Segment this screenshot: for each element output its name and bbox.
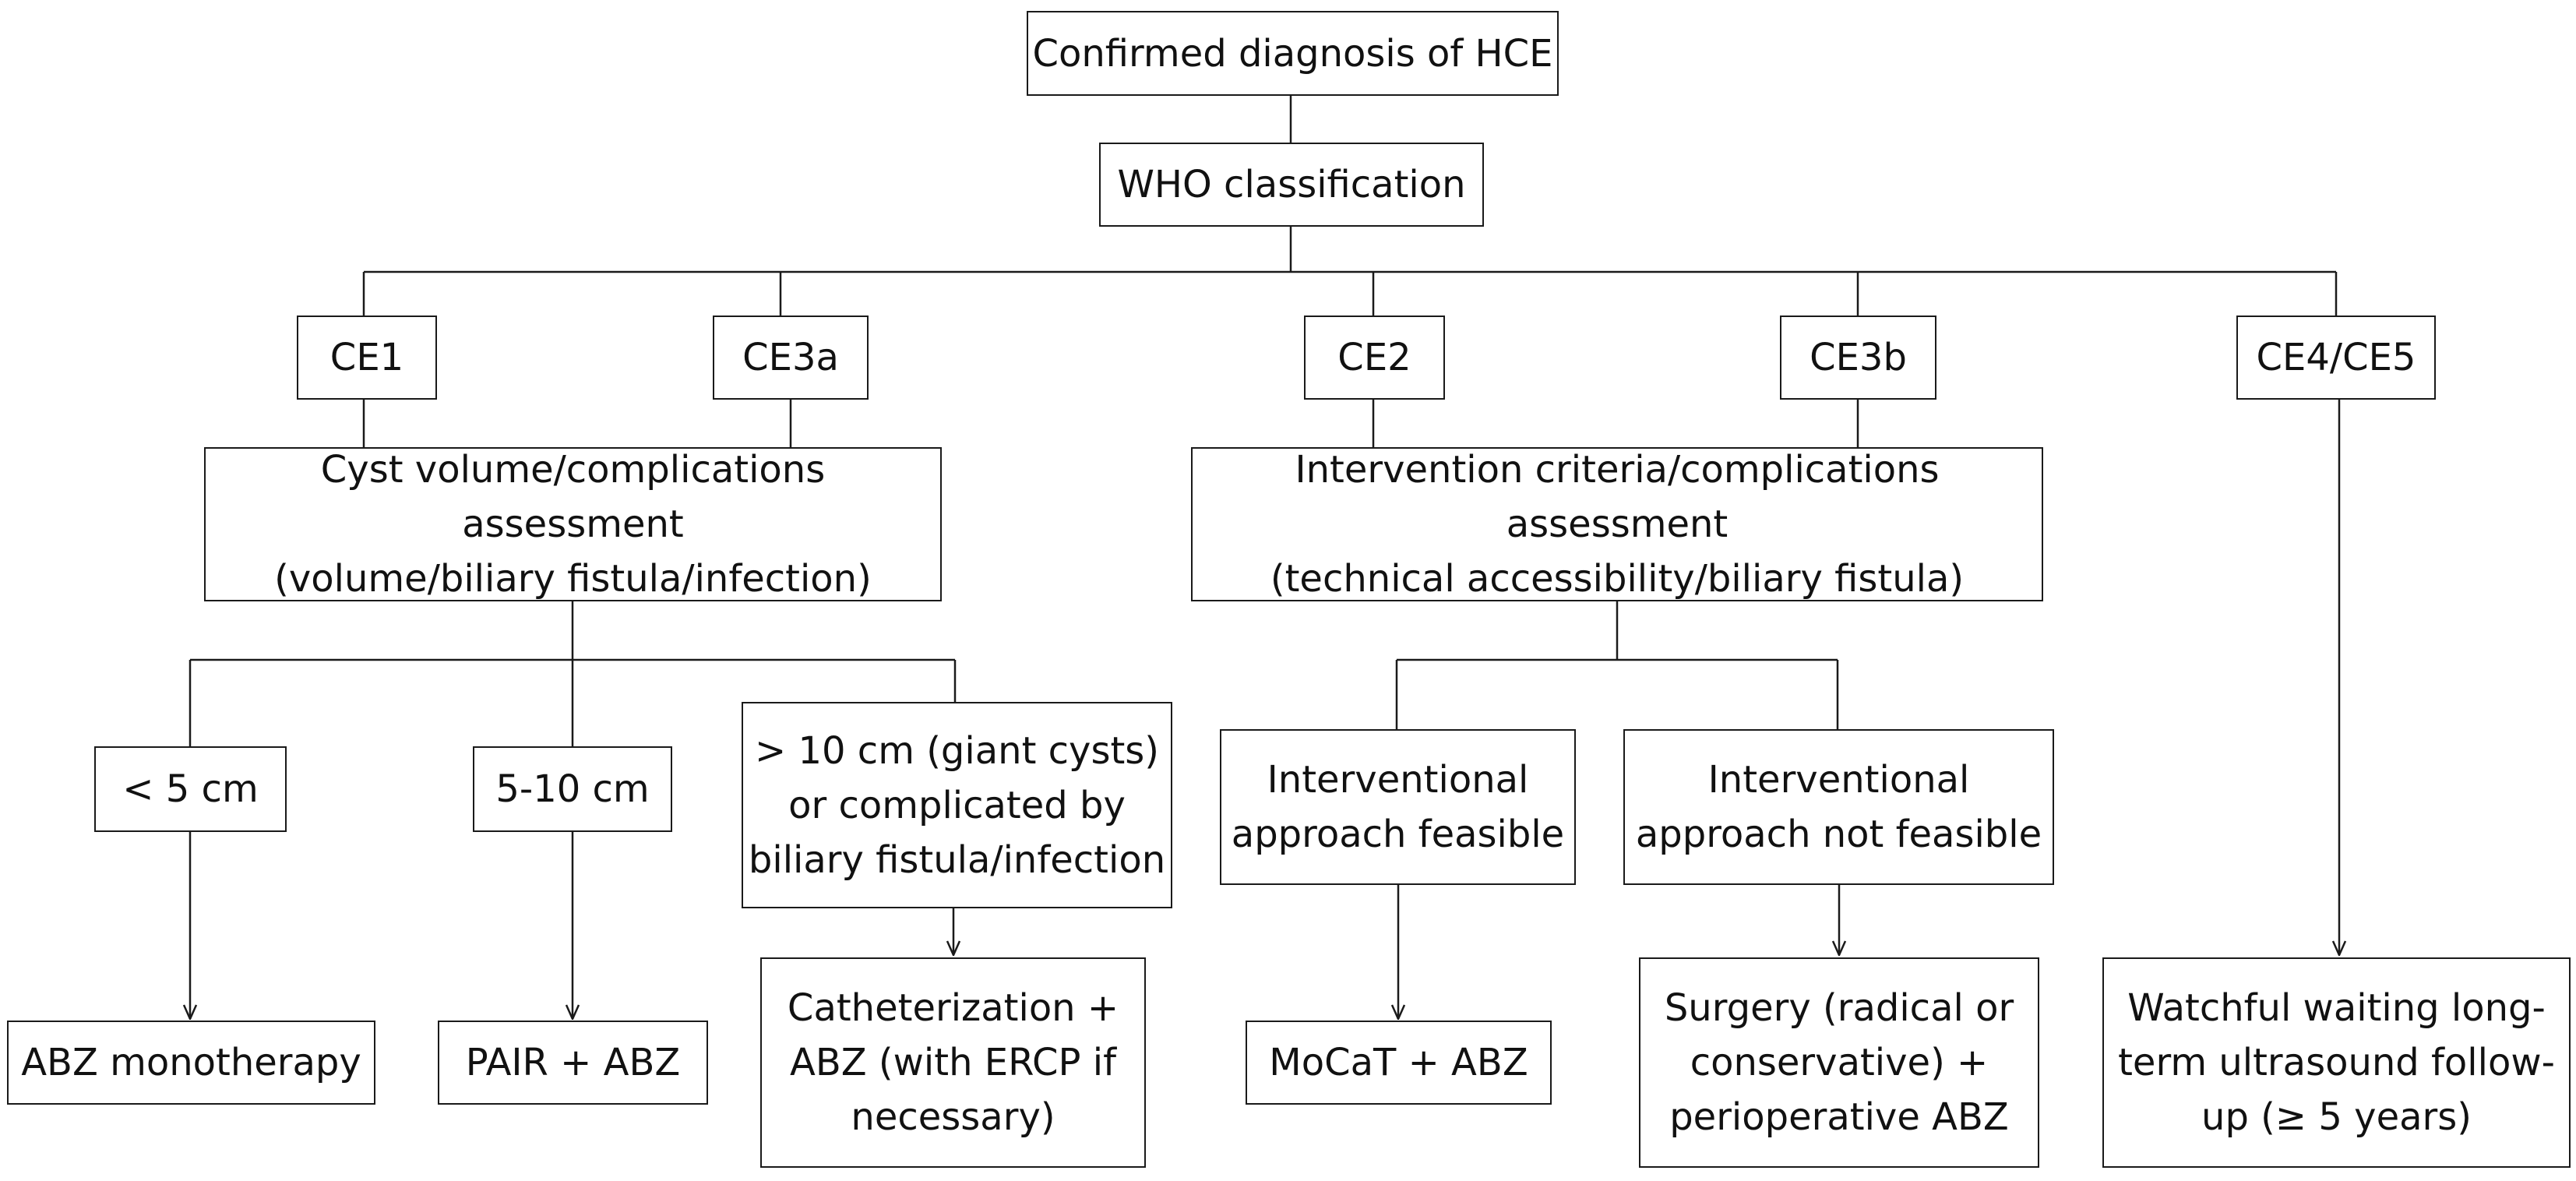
catheterization-node: Catheterization + ABZ (with ERCP if nece…: [760, 957, 1146, 1168]
pair-abz-label: PAIR + ABZ: [465, 1041, 681, 1084]
stage-ce1-label: CE1: [329, 336, 404, 379]
stage-ce2-label: CE2: [1337, 336, 1411, 379]
intervention-criteria-assessment-label: Intervention criteria/complications asse…: [1270, 448, 1965, 601]
stage-ce1-node: CE1: [297, 316, 437, 400]
stage-ce2-node: CE2: [1304, 316, 1445, 400]
intervention-feasible-label: Interventional approach feasible: [1231, 758, 1565, 856]
pair-abz-node: PAIR + ABZ: [438, 1021, 708, 1105]
catheterization-label: Catheterization + ABZ (with ERCP if nece…: [787, 986, 1119, 1139]
watchful-waiting-label: Watchful waiting long- term ultrasound f…: [2118, 986, 2555, 1139]
stage-ce4-ce5-label: CE4/CE5: [2256, 336, 2416, 379]
stage-ce3a-node: CE3a: [713, 316, 869, 400]
intervention-not-feasible-label: Interventional approach not feasible: [1635, 758, 2042, 856]
watchful-waiting-node: Watchful waiting long- term ultrasound f…: [2102, 957, 2571, 1168]
abz-monotherapy-label: ABZ monotherapy: [21, 1041, 361, 1084]
intervention-feasible-node: Interventional approach feasible: [1220, 729, 1576, 885]
who-classification-label: WHO classification: [1117, 163, 1466, 206]
size-medium-node: 5-10 cm: [473, 746, 672, 832]
size-medium-label: 5-10 cm: [495, 767, 650, 811]
cyst-volume-assessment-node: Cyst volume/complications assessment (vo…: [204, 447, 942, 601]
cyst-volume-assessment-label: Cyst volume/complications assessment (vo…: [274, 448, 872, 601]
stage-ce3b-label: CE3b: [1810, 336, 1907, 379]
size-small-label: < 5 cm: [122, 767, 259, 811]
surgery-node: Surgery (radical or conservative) + peri…: [1639, 957, 2039, 1168]
stage-ce3b-node: CE3b: [1780, 316, 1936, 400]
mocat-abz-node: MoCaT + ABZ: [1246, 1021, 1552, 1105]
root-label: Confirmed diagnosis of HCE: [1032, 31, 1553, 76]
stage-ce4-ce5-node: CE4/CE5: [2236, 316, 2436, 400]
intervention-not-feasible-node: Interventional approach not feasible: [1623, 729, 2054, 885]
intervention-criteria-assessment-node: Intervention criteria/complications asse…: [1191, 447, 2043, 601]
root-node: Confirmed diagnosis of HCE: [1027, 11, 1559, 96]
stage-ce3a-label: CE3a: [742, 336, 839, 379]
size-large-label: > 10 cm (giant cysts) or complicated by …: [748, 728, 1166, 882]
size-large-node: > 10 cm (giant cysts) or complicated by …: [742, 702, 1172, 908]
mocat-abz-label: MoCaT + ABZ: [1269, 1041, 1528, 1084]
surgery-label: Surgery (radical or conservative) + peri…: [1664, 986, 2014, 1139]
who-classification-node: WHO classification: [1099, 143, 1484, 227]
abz-monotherapy-node: ABZ monotherapy: [7, 1021, 375, 1105]
size-small-node: < 5 cm: [94, 746, 287, 832]
